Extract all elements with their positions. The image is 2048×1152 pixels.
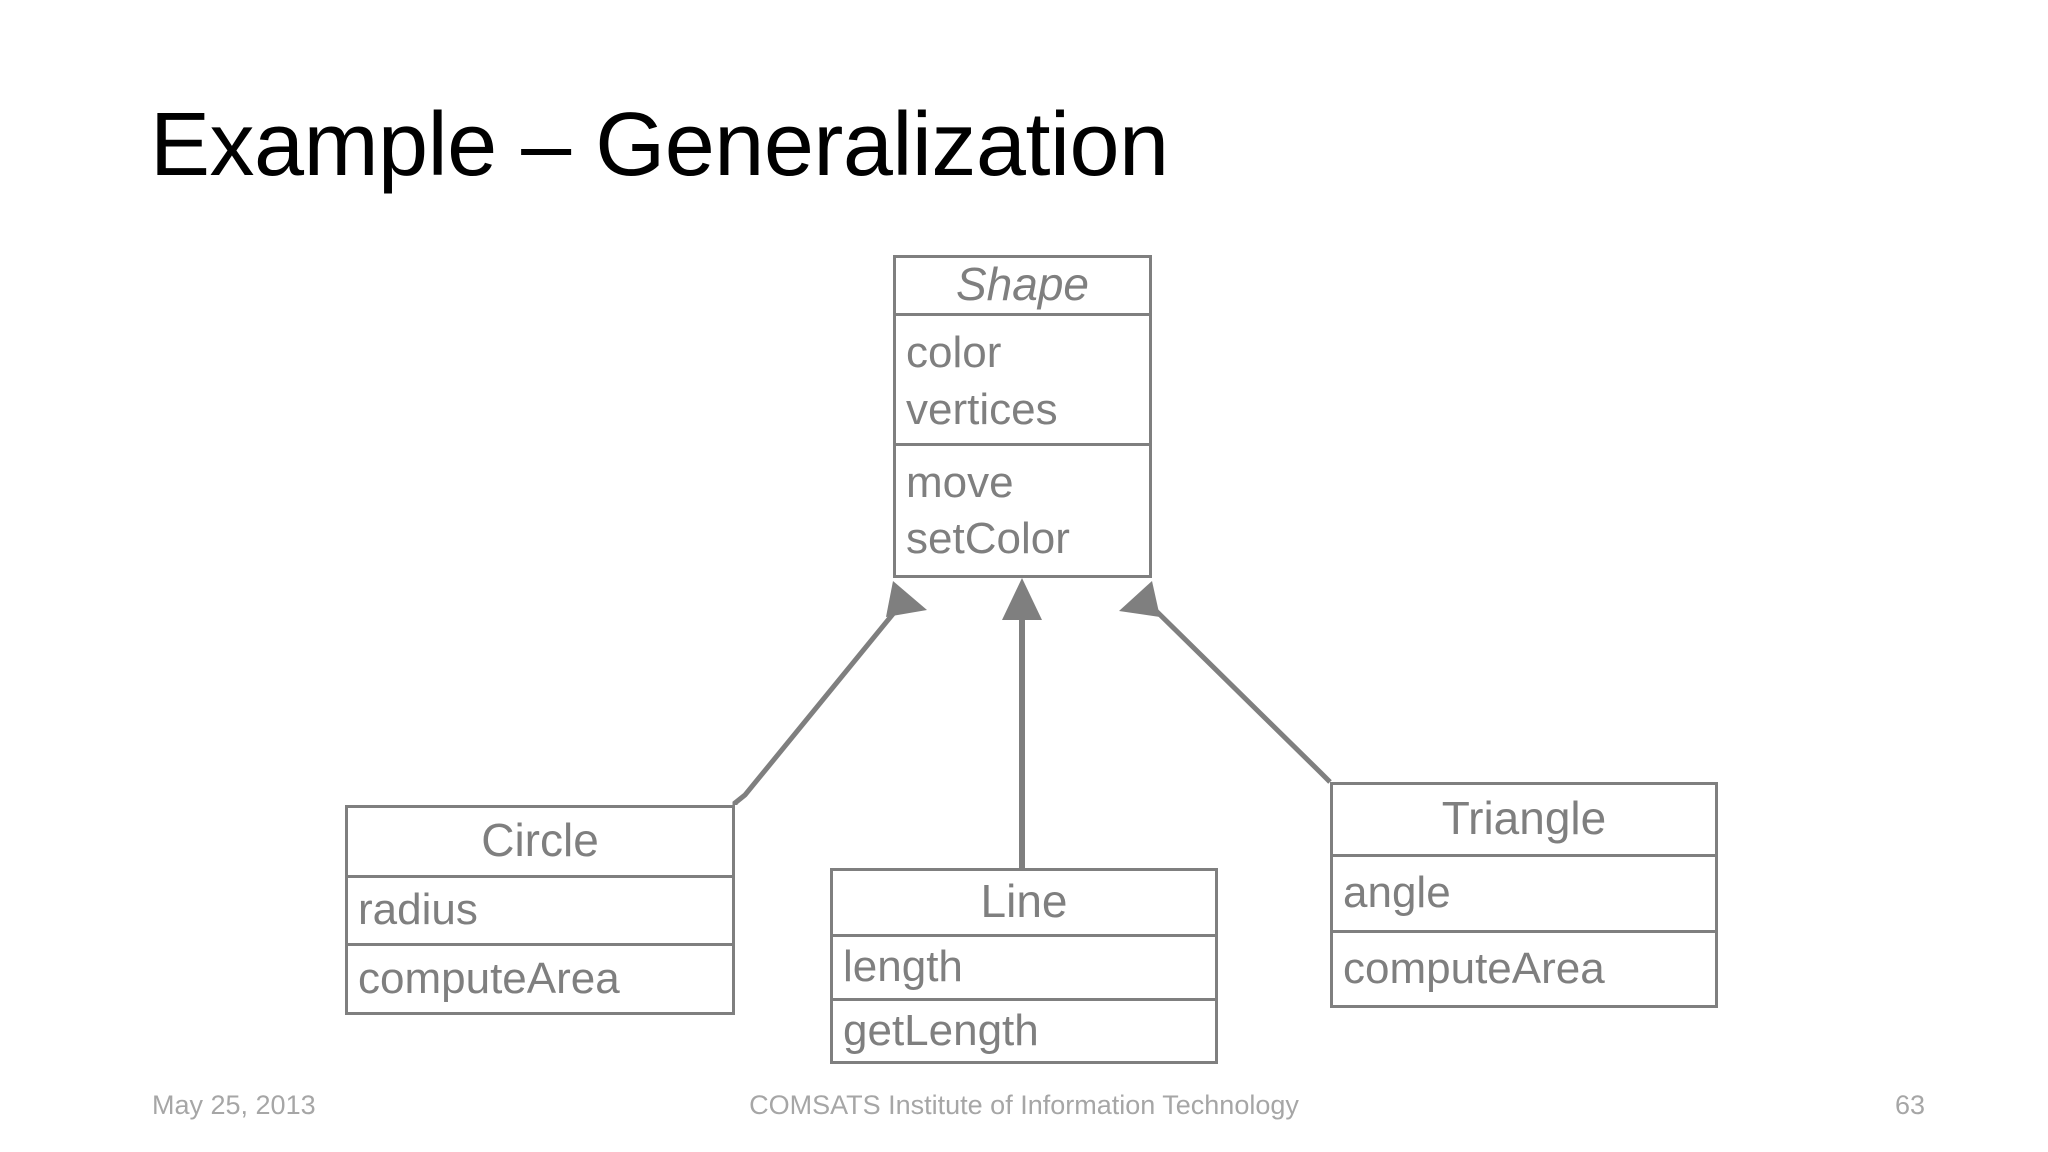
uml-attribute: color [906,328,1002,378]
uml-class-circle-name-compartment: Circle [348,808,732,878]
uml-class-line-name-compartment: Line [833,871,1215,937]
generalization-circle-to-shape [732,581,927,805]
uml-class-triangle[interactable]: Triangle angle computeArea [1330,782,1718,1008]
uml-class-shape-name: Shape [955,257,1089,310]
uml-class-triangle-name: Triangle [1441,791,1607,844]
uml-class-line-operations: getLength [833,1001,1215,1061]
uml-operation: getLength [843,1005,1039,1055]
uml-class-line[interactable]: Line length getLength [830,868,1218,1064]
uml-class-shape[interactable]: Shape color vertices move setColor [893,255,1152,578]
footer-date: May 25, 2013 [152,1090,316,1120]
uml-class-triangle-operations: computeArea [1333,933,1715,1005]
uml-operation: computeArea [358,953,620,1003]
uml-attribute: angle [1343,868,1451,918]
generalization-line-to-shape [1002,578,1042,868]
footer-page-number: 63 [1894,1090,1926,1120]
uml-class-line-attributes: length [833,937,1215,1001]
page-title: Example – Generalization [150,95,1169,195]
uml-class-line-name: Line [980,874,1068,927]
uml-class-circle-name: Circle [481,813,599,866]
uml-class-triangle-attributes: angle [1333,857,1715,933]
generalization-triangle-to-shape [1119,581,1332,784]
uml-operation: computeArea [1343,943,1605,993]
uml-class-shape-attributes: color vertices [896,316,1149,446]
uml-operation: setColor [906,514,1070,563]
uml-operation: move [906,457,1014,507]
uml-class-circle-attributes: radius [348,878,732,946]
uml-attribute: radius [358,885,478,935]
uml-class-circle[interactable]: Circle radius computeArea [345,805,735,1015]
uml-class-shape-operations: move setColor [896,446,1149,572]
uml-class-circle-operations: computeArea [348,946,732,1012]
uml-attribute: vertices [906,384,1058,434]
uml-class-triangle-name-compartment: Triangle [1333,785,1715,857]
footer-organization: COMSATS Institute of Information Technol… [749,1090,1299,1120]
uml-class-shape-name-compartment: Shape [896,258,1149,316]
uml-attribute: length [843,942,963,992]
